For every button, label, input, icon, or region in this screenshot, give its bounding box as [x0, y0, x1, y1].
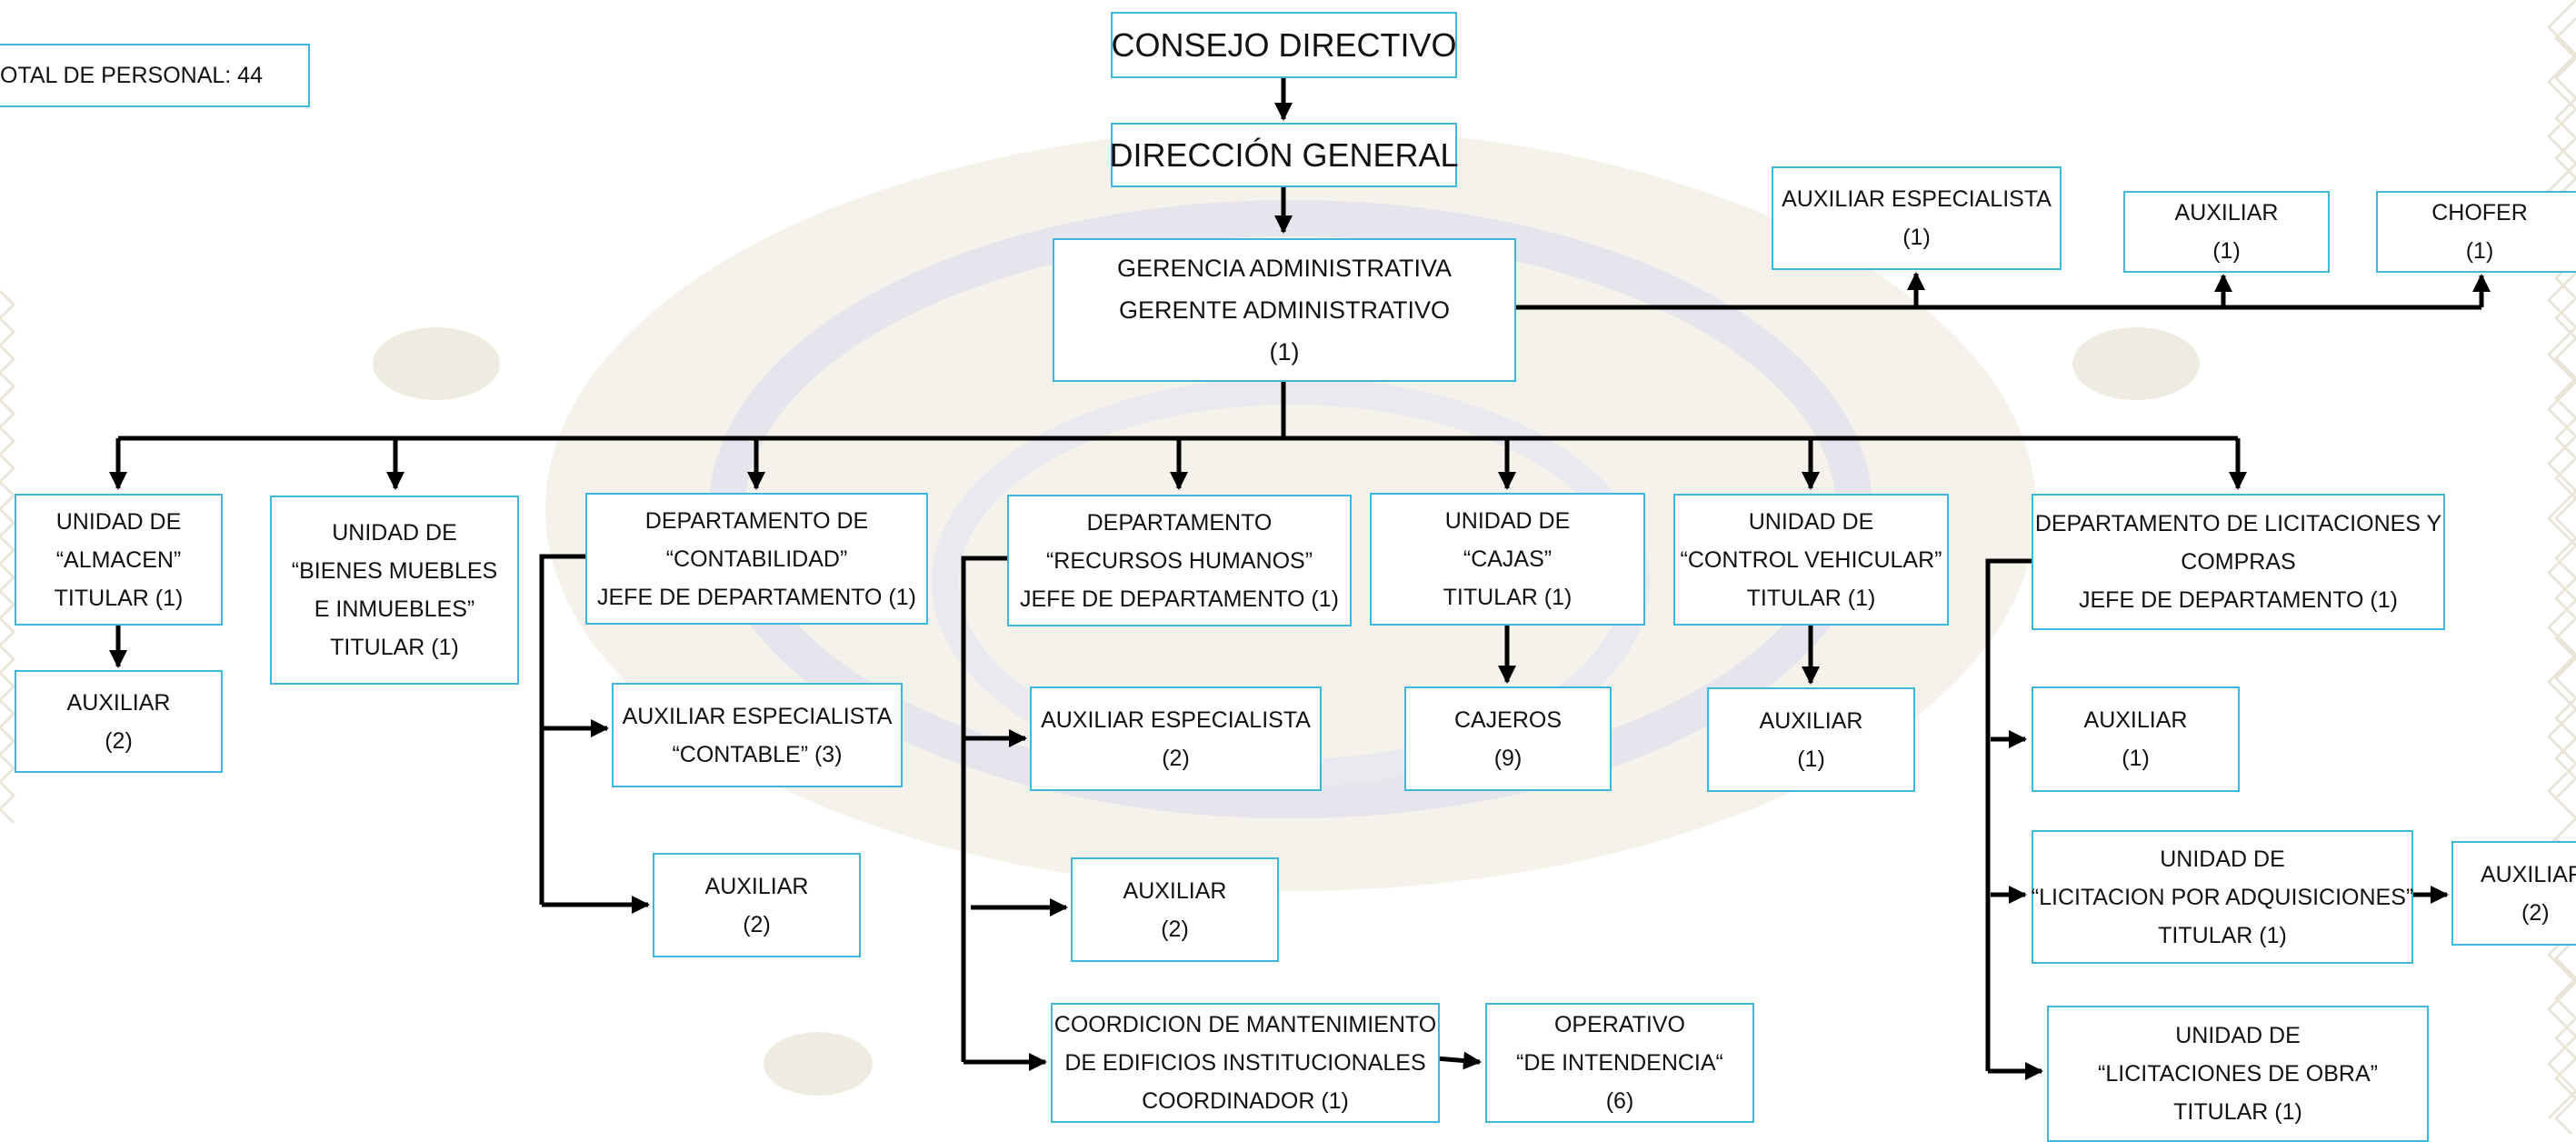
box-line: AUXILIAR ESPECIALISTA [1782, 186, 2052, 212]
connector-rrhh-branch [961, 556, 1007, 1062]
contabilidad-box: DEPARTAMENTO DE “CONTABILIDAD” JEFE DE D… [585, 493, 928, 625]
licitaciones-aux-box: AUXILIAR (1) [2032, 686, 2240, 792]
direccion-general-label: DIRECCIÓN GENERAL [1109, 135, 1459, 174]
connector-contabilidad-branch [539, 554, 585, 905]
box-line: COORDINADOR (1) [1142, 1088, 1349, 1114]
box-line: AUXILIAR ESPECIALISTA [622, 703, 893, 729]
box-line: JEFE DE DEPARTAMENTO (1) [597, 584, 916, 610]
rrhh-aux-box: AUXILIAR (2) [1071, 857, 1279, 962]
box-line: E INMUEBLES” [314, 596, 475, 622]
almacen-aux-box: AUXILIAR (2) [15, 670, 223, 773]
box-line: “CONTROL VEHICULAR” [1680, 546, 1942, 573]
gerencia-line: (1) [1269, 338, 1300, 366]
box-line: AUXILIAR [1759, 707, 1863, 734]
box-line: AUXILIAR ESPECIALISTA [1041, 706, 1311, 733]
box-line: JEFE DE DEPARTAMENTO (1) [2079, 587, 2398, 613]
cajeros-box: CAJEROS (9) [1404, 686, 1612, 791]
staff-aux-especialista-box: AUXILIAR ESPECIALISTA (1) [1772, 166, 2062, 270]
box-line: CHOFER [2431, 200, 2528, 225]
box-line: UNIDAD DE [2175, 1023, 2301, 1048]
box-line: COORDICION DE MANTENIMIENTO [1053, 1012, 1437, 1037]
licitaciones-box: DEPARTAMENTO DE LICITACIONES Y COMPRAS J… [2032, 494, 2445, 630]
box-line: AUXILIAR [704, 873, 809, 899]
box-line: (2) [1161, 916, 1189, 942]
box-line: “ALMACEN” [55, 546, 182, 573]
gerencia-box: GERENCIA ADMINISTRATIVA GERENTE ADMINIST… [1053, 238, 1516, 382]
box-line: AUXILIAR [2481, 861, 2576, 887]
box-line: (1) [2122, 746, 2150, 771]
box-line: AUXILIAR [2174, 200, 2279, 225]
box-line: (1) [2465, 238, 2494, 264]
box-line: TITULAR (1) [54, 585, 184, 611]
box-line: (2) [105, 727, 133, 754]
staff-auxiliar-box: AUXILIAR (1) [2123, 191, 2330, 273]
box-line: (1) [1902, 225, 1931, 250]
box-line: TITULAR (1) [330, 635, 459, 660]
bienes-box: UNIDAD DE “BIENES MUEBLES E INMUEBLES” T… [270, 496, 519, 685]
gerencia-line: GERENTE ADMINISTRATIVO [1118, 296, 1451, 324]
box-line: “LICITACIONES DE OBRA” [2098, 1061, 2378, 1087]
staff-chofer-box: CHOFER (1) [2376, 191, 2576, 273]
box-line: (1) [1797, 746, 1825, 772]
box-line: “LICITACION POR ADQUISICIONES” [2031, 884, 2414, 910]
consejo-directivo-label: CONSEJO DIRECTIVO [1111, 25, 1457, 64]
box-line: (2) [743, 911, 771, 937]
consejo-directivo-box: CONSEJO DIRECTIVO [1111, 12, 1457, 78]
box-line: AUXILIAR [1123, 877, 1227, 904]
box-line: DEPARTAMENTO DE LICITACIONES Y [2034, 511, 2442, 536]
box-line: TITULAR (1) [2158, 922, 2287, 948]
box-line: “RECURSOS HUMANOS” [1045, 547, 1313, 574]
box-line: (2) [2521, 899, 2550, 926]
contabilidad-aux-box: AUXILIAR (2) [653, 853, 861, 957]
right-decorative-pattern [2546, 0, 2576, 1134]
box-line: DEPARTAMENTO [1086, 509, 1273, 536]
box-line: DEPARTAMENTO DE [644, 507, 869, 534]
box-line: UNIDAD DE [1748, 508, 1874, 535]
box-line: TITULAR (1) [2173, 1099, 2302, 1125]
box-line: TITULAR (1) [1443, 585, 1573, 610]
box-line: UNIDAD DE [55, 508, 182, 535]
box-line: (1) [2212, 238, 2241, 264]
rrhh-aux-esp-box: AUXILIAR ESPECIALISTA (2) [1030, 686, 1322, 791]
almacen-box: UNIDAD DE “ALMACEN” TITULAR (1) [15, 494, 223, 626]
box-line: OPERATIVO [1553, 1012, 1685, 1037]
vehicular-box: UNIDAD DE “CONTROL VEHICULAR” TITULAR (1… [1673, 494, 1949, 626]
box-line: “BIENES MUEBLES [291, 558, 498, 584]
box-line: “CONTABILIDAD” [665, 546, 848, 572]
adquisiciones-aux-box: AUXILIAR (2) [2451, 841, 2576, 946]
connector-licitaciones-branch [1985, 558, 2032, 1071]
left-decorative-pattern [0, 289, 16, 825]
box-line: TITULAR (1) [1746, 585, 1876, 611]
box-line: “CAJAS” [1463, 546, 1553, 572]
connector-coord-operativo [1435, 1051, 1482, 1070]
box-line: (6) [1605, 1088, 1634, 1114]
gerencia-line: GERENCIA ADMINISTRATIVA [1116, 255, 1453, 282]
adquisiciones-box: UNIDAD DE “LICITACION POR ADQUISICIONES”… [2032, 830, 2413, 964]
cajas-box: UNIDAD DE “CAJAS” TITULAR (1) [1370, 493, 1645, 626]
box-line: UNIDAD DE [2160, 846, 2285, 872]
contable-box: AUXILIAR ESPECIALISTA “CONTABLE” (3) [612, 683, 903, 787]
box-line: (2) [1162, 745, 1190, 771]
obra-box: UNIDAD DE “LICITACIONES DE OBRA” TITULAR… [2047, 1006, 2429, 1142]
box-line: CAJEROS [1453, 706, 1563, 733]
box-line: AUXILIAR [2083, 707, 2188, 733]
coord-mantenimiento-box: COORDICION DE MANTENIMIENTO DE EDIFICIOS… [1051, 1003, 1440, 1123]
box-line: JEFE DE DEPARTAMENTO (1) [1020, 586, 1339, 612]
rrhh-box: DEPARTAMENTO “RECURSOS HUMANOS” JEFE DE … [1007, 495, 1352, 626]
connector-lines [109, 74, 2491, 1080]
box-line: “DE INTENDENCIA“ [1516, 1050, 1723, 1076]
box-line: (9) [1493, 745, 1523, 771]
box-line: COMPRAS [2181, 549, 2296, 575]
box-line: “CONTABLE” (3) [672, 741, 843, 767]
direccion-general-box: DIRECCIÓN GENERAL [1109, 123, 1459, 187]
box-line: DE EDIFICIOS INSTITUCIONALES [1064, 1050, 1426, 1076]
box-line: UNIDAD DE [1444, 508, 1571, 534]
box-line: UNIDAD DE [332, 520, 457, 546]
vehicular-aux-box: AUXILIAR (1) [1707, 687, 1915, 792]
box-line: AUXILIAR [66, 689, 171, 716]
total-personal-box: OTAL DE PERSONAL: 44 [0, 44, 310, 107]
operativo-box: OPERATIVO “DE INTENDENCIA“ (6) [1485, 1003, 1754, 1123]
total-personal-text: OTAL DE PERSONAL: 44 [0, 63, 263, 88]
